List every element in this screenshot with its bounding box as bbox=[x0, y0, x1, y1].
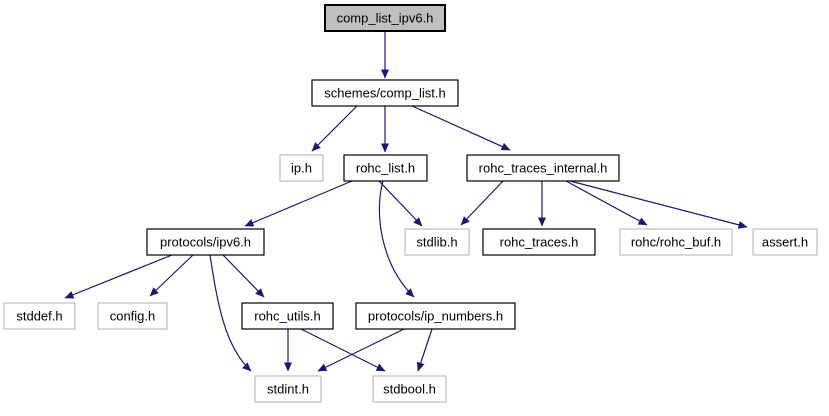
node-comp-list-ipv6-h: comp_list_ipv6.h bbox=[324, 4, 446, 32]
edge-protocols-ipv6-to-rohc-utils bbox=[222, 254, 265, 298]
node-stdint-h: stdint.h bbox=[254, 375, 322, 403]
node-stdbool-h: stdbool.h bbox=[372, 375, 447, 403]
node-label: comp_list_ipv6.h bbox=[337, 11, 434, 26]
node-box[interactable] bbox=[343, 154, 428, 182]
edge-protocols-ipv6-to-stdint bbox=[209, 254, 252, 372]
node-stddef-h: stddef.h bbox=[3, 302, 76, 330]
node-label[interactable]: protocols/ipv6.h bbox=[160, 235, 251, 250]
edge-layer bbox=[64, 31, 748, 372]
node-rohc-rohc-buf-h: rohc/rohc_buf.h bbox=[619, 228, 733, 256]
node-box[interactable] bbox=[146, 228, 265, 256]
node-label: stddef.h bbox=[16, 309, 62, 324]
node-box bbox=[404, 228, 470, 256]
node-label[interactable]: rohc_traces.h bbox=[500, 235, 579, 250]
node-label: rohc/rohc_buf.h bbox=[631, 235, 721, 250]
edge-protocols-ipv6-to-config bbox=[149, 254, 194, 297]
node-box[interactable] bbox=[466, 154, 620, 182]
node-box[interactable] bbox=[355, 302, 516, 330]
node-box bbox=[279, 154, 324, 182]
node-label[interactable]: schemes/comp_list.h bbox=[324, 86, 445, 101]
node-rohc-traces-internal-h[interactable]: rohc_traces_internal.h bbox=[466, 154, 620, 182]
node-box[interactable] bbox=[482, 228, 596, 256]
node-label[interactable]: rohc_utils.h bbox=[254, 309, 320, 324]
node-box[interactable] bbox=[241, 302, 334, 330]
node-rohc-traces-h[interactable]: rohc_traces.h bbox=[482, 228, 596, 256]
node-label[interactable]: rohc_list.h bbox=[356, 161, 415, 176]
edge-rohc-traces-internal-to-assert bbox=[569, 180, 748, 229]
node-label: assert.h bbox=[762, 235, 808, 250]
node-box[interactable] bbox=[311, 79, 459, 107]
node-box bbox=[3, 302, 76, 330]
node-box bbox=[254, 375, 322, 403]
node-label: config.h bbox=[110, 309, 156, 324]
node-layer: comp_list_ipv6.h schemes/comp_list.h ip.… bbox=[3, 4, 818, 403]
edge-protocols-ipv6-to-stddef bbox=[64, 254, 173, 299]
edge-rohc-list-to-stdlib bbox=[378, 180, 423, 227]
node-label[interactable]: rohc_traces_internal.h bbox=[479, 161, 608, 176]
node-stdlib-h: stdlib.h bbox=[404, 228, 470, 256]
node-protocols-ip-numbers-h[interactable]: protocols/ip_numbers.h bbox=[355, 302, 516, 330]
node-protocols-ipv6-h[interactable]: protocols/ipv6.h bbox=[146, 228, 265, 256]
node-rohc-utils-h[interactable]: rohc_utils.h bbox=[241, 302, 334, 330]
node-box bbox=[619, 228, 733, 256]
node-ip-h: ip.h bbox=[279, 154, 324, 182]
edge-rohc-utils-to-stdbool bbox=[300, 328, 386, 372]
edge-schemes-comp-list-to-ip bbox=[311, 105, 358, 152]
edge-rohc-list-to-protocols-ipv6 bbox=[244, 180, 353, 227]
edge-rohc-list-to-protocols-ip-numbers bbox=[378, 180, 415, 298]
node-label: ip.h bbox=[291, 161, 312, 176]
edge-protocols-ip-numbers-to-stdbool bbox=[416, 328, 433, 372]
node-box bbox=[372, 375, 447, 403]
node-config-h: config.h bbox=[97, 302, 168, 330]
node-schemes-comp-list-h[interactable]: schemes/comp_list.h bbox=[311, 79, 459, 107]
node-rohc-list-h[interactable]: rohc_list.h bbox=[343, 154, 428, 182]
node-box bbox=[97, 302, 168, 330]
node-label[interactable]: protocols/ip_numbers.h bbox=[368, 309, 503, 324]
edge-rohc-traces-internal-to-stdlib bbox=[460, 180, 504, 226]
node-label: stdlib.h bbox=[416, 235, 457, 250]
edge-rohc-traces-internal-to-rohc-rohc-buf bbox=[565, 180, 648, 226]
edge-schemes-comp-list-to-rohc-traces-internal bbox=[411, 105, 511, 151]
node-assert-h: assert.h bbox=[752, 228, 818, 256]
node-box bbox=[324, 4, 446, 32]
node-label: stdint.h bbox=[267, 382, 309, 397]
edge-protocols-ip-numbers-to-stdint bbox=[317, 328, 405, 372]
node-label: stdbool.h bbox=[383, 382, 436, 397]
node-box bbox=[752, 228, 818, 256]
